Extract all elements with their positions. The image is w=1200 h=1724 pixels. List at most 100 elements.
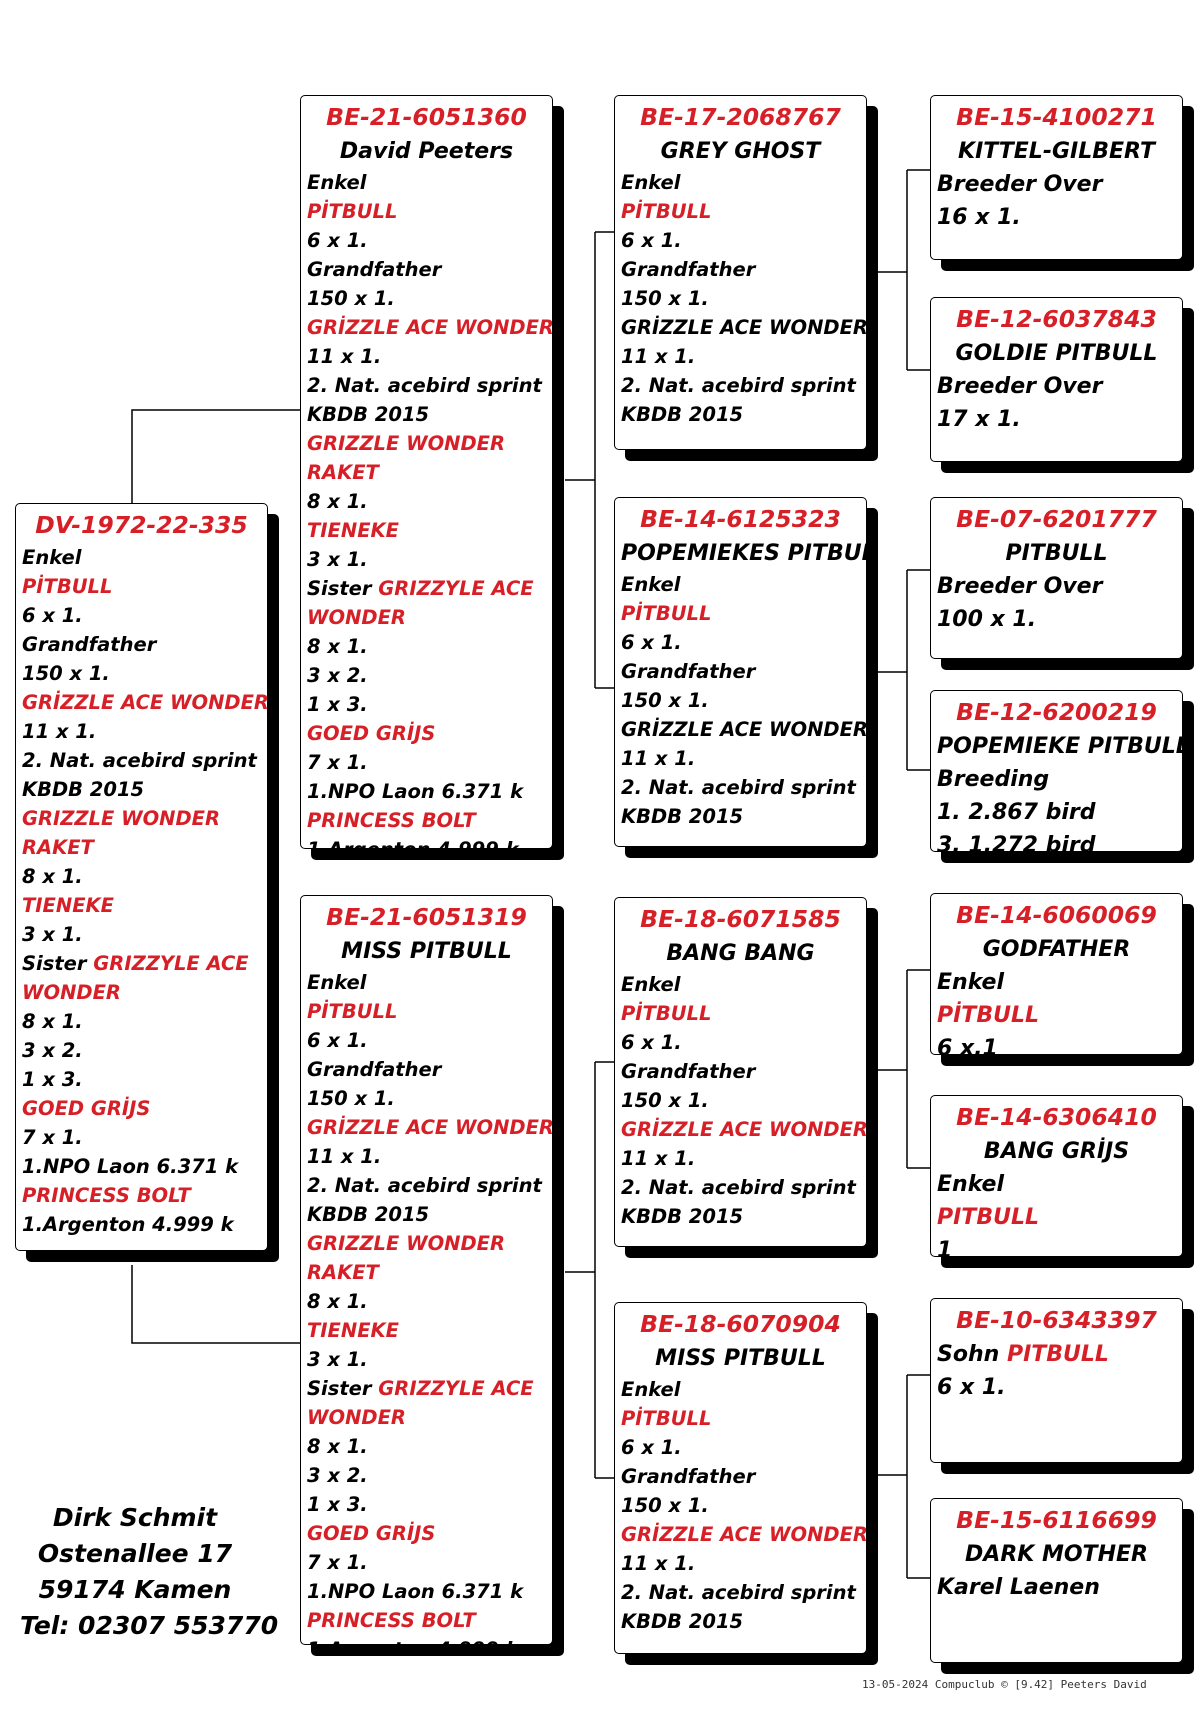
performance-line: 11 x 1. (22, 720, 97, 743)
performance-line: GRIZZLE WONDER (307, 1232, 506, 1255)
ring-number: BE-15-6116699 (956, 1506, 1157, 1534)
ring-number: BE-10-6343397 (956, 1306, 1157, 1334)
performance-line: Grandfather (621, 258, 756, 281)
performance-line: Sister GRIZZYLE ACE (307, 577, 534, 600)
performance-line: TIENEKE (307, 519, 399, 542)
performance-line: TIENEKE (307, 1319, 399, 1342)
performance-line: 8 x 1. (307, 490, 368, 513)
performance-line: 150 x 1. (621, 1494, 709, 1517)
performance-line: PİTBULL (621, 200, 712, 223)
performance-line: KBDB 2015 (621, 805, 744, 828)
performance-line: 2. Nat. acebird sprint (621, 776, 856, 799)
pigeon-name: GODFATHER (982, 937, 1131, 962)
performance-line: PİTBULL (937, 1003, 1039, 1028)
performance-line: 3 x 2. (307, 664, 368, 687)
breeder-street: Ostenallee 17 (37, 1539, 233, 1568)
performance-line: Grandfather (307, 1058, 442, 1081)
performance-line: KBDB 2015 (621, 1610, 744, 1633)
performance-line: Enkel (22, 546, 82, 569)
performance-line: Sohn PITBULL (937, 1342, 1109, 1367)
ring-number: BE-14-6060069 (956, 901, 1157, 929)
performance-line: 8 x 1. (22, 865, 83, 888)
ring-number: BE-17-2068767 (640, 103, 841, 131)
pigeon-name: POPEMIEKES PITBULL (621, 541, 867, 566)
performance-line: Breeder Over (937, 374, 1103, 399)
performance-line: 1.NPO Laon 6.371 k (307, 1580, 524, 1603)
performance-line: 11 x 1. (621, 747, 696, 770)
performance-line: Enkel (937, 1172, 1004, 1197)
breeder-name: Dirk Schmit (52, 1503, 218, 1532)
breeder-city: 59174 Kamen (38, 1575, 232, 1604)
performance-line: Enkel (621, 1378, 681, 1401)
performance-line: 6 x.1 (937, 1036, 998, 1055)
pigeon-name: BANG BANG (666, 941, 815, 966)
ring-number: BE-14-6306410 (956, 1103, 1157, 1131)
pigeon-name: KITTEL-GILBERT (958, 139, 1155, 164)
performance-line: 11 x 1. (307, 345, 382, 368)
pigeon-name: MISS PITBULL (341, 939, 512, 964)
performance-line: 6 x 1. (937, 1375, 1006, 1400)
performance-line: 16 x 1. (937, 205, 1021, 230)
performance-line: 2. Nat. acebird sprint (621, 1176, 856, 1199)
pigeon-name: PITBULL (1005, 541, 1108, 566)
footer-credit: 13-05-2024 Compuclub © [9.42] Peeters Da… (862, 1678, 1147, 1691)
performance-line: 1 x 3. (22, 1068, 83, 1091)
performance-line: Enkel (937, 970, 1004, 995)
performance-line: Sister GRIZZYLE ACE (307, 1377, 534, 1400)
performance-line: Enkel (621, 573, 681, 596)
performance-line: 2. Nat. acebird sprint (621, 1581, 856, 1604)
performance-line: 150 x 1. (621, 689, 709, 712)
ring-number: BE-15-4100271 (956, 103, 1157, 131)
performance-line: Karel Laenen (937, 1575, 1100, 1600)
performance-line: KBDB 2015 (22, 778, 145, 801)
performance-line: GRİZZLE ACE WONDER (621, 1118, 867, 1141)
performance-line: RAKET (307, 1261, 379, 1284)
performance-line: Grandfather (307, 258, 442, 281)
performance-line: Grandfather (22, 633, 157, 656)
performance-line: 2. Nat. acebird sprint (22, 749, 257, 772)
performance-line: PİTBULL (621, 1407, 712, 1430)
performance-line: 1.Argenton 4.999 k (22, 1213, 234, 1236)
performance-line: 150 x 1. (621, 1089, 709, 1112)
performance-line: 2. Nat. acebird sprint (621, 374, 856, 397)
performance-line: Grandfather (621, 1060, 756, 1083)
performance-line: PİTBULL (307, 1000, 398, 1023)
performance-line: RAKET (22, 836, 94, 859)
performance-line: 2. Nat. acebird sprint (307, 374, 542, 397)
performance-line: PİTBULL (22, 575, 113, 598)
performance-line: 6 x 1. (621, 1031, 682, 1054)
performance-line: 3 x 2. (307, 1464, 368, 1487)
performance-line: 100 x 1. (937, 607, 1037, 632)
performance-line: Enkel (307, 171, 367, 194)
performance-line: 150 x 1. (621, 287, 709, 310)
performance-line: Enkel (621, 171, 681, 194)
breeder-address: Dirk Schmit Ostenallee 17 59174 Kamen Te… (20, 1500, 278, 1644)
ring-number: BE-07-6201777 (956, 505, 1157, 533)
performance-line: Breeding (937, 767, 1050, 792)
performance-line: RAKET (307, 461, 379, 484)
performance-line: 8 x 1. (307, 1435, 368, 1458)
performance-line: Sister GRIZZYLE ACE (22, 952, 249, 975)
performance-line: Grandfather (621, 660, 756, 683)
ring-number: BE-21-6051319 (326, 903, 527, 931)
performance-line: 17 x 1. (937, 407, 1021, 432)
performance-line: 6 x 1. (621, 631, 682, 654)
performance-line: Breeder Over (937, 574, 1103, 599)
performance-line: 3 x 2. (22, 1039, 83, 1062)
